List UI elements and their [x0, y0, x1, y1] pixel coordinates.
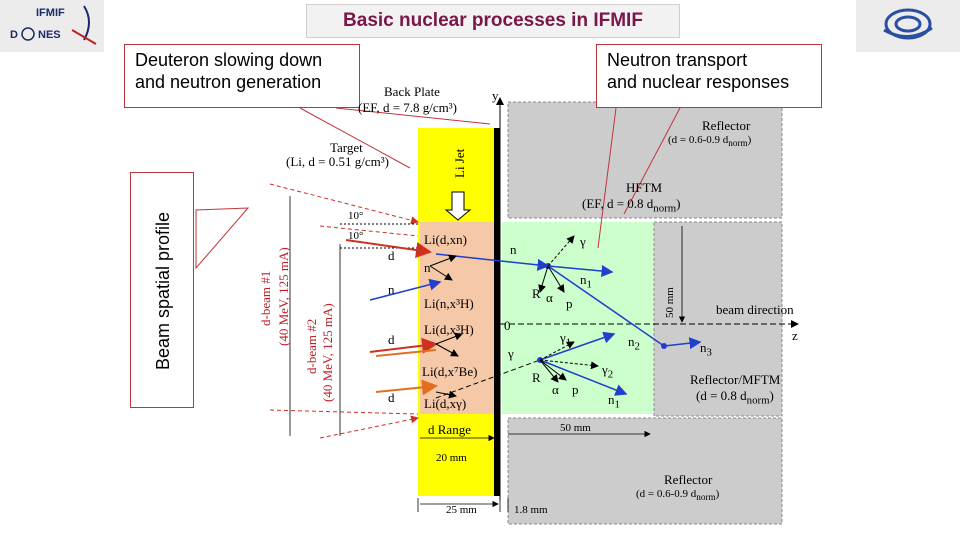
- reaction-label: Li(d,xγ): [424, 396, 467, 411]
- beam-bound-4: [319, 415, 419, 439]
- beam-bound-2: [269, 409, 419, 415]
- beam-bound-1: [269, 183, 419, 225]
- dim-1-8mm: 1.8 mm: [514, 504, 548, 516]
- callout-neutron-transport: Neutron transport and nuclear responses: [596, 44, 822, 108]
- neutron-track-2: [547, 265, 665, 347]
- hftm-spec: (EF, d = 0.8 dnorm): [582, 196, 681, 215]
- d-range-label: d Range: [428, 422, 471, 437]
- callout-deuteron-slowing: Deuteron slowing down and neutron genera…: [124, 44, 360, 108]
- angle-bottom-label: 10°: [348, 230, 364, 242]
- callout-beam-profile: Beam spatial profile: [130, 172, 194, 408]
- hftm-label: HFTM: [626, 180, 663, 195]
- deuteron-beam-1: [345, 239, 432, 258]
- particle-label: γ: [508, 346, 514, 361]
- reflector-mftm-region: [653, 221, 783, 417]
- neutron-track-n3: [663, 337, 702, 350]
- beam-bound-3: [319, 225, 419, 237]
- dim-50mm-h: 50 mm: [560, 422, 591, 434]
- back-plate-spec: (EF, d = 7.8 g/cm³): [358, 100, 458, 115]
- reaction-label: Li(n,x³H): [424, 296, 474, 311]
- target-spec: (Li, d = 0.51 g/cm³): [286, 154, 389, 169]
- particle-label: n: [424, 260, 431, 275]
- back-plate: [494, 128, 500, 496]
- neutron-track-n1: [547, 265, 614, 277]
- particle-label: d: [388, 248, 395, 263]
- dim-20mm: 20 mm: [436, 452, 467, 464]
- particle-label: d: [388, 390, 395, 405]
- particle-label: n1: [580, 272, 592, 291]
- particle-label: R: [532, 370, 541, 385]
- particle-label: n: [510, 242, 517, 257]
- slide-title: Basic nuclear processes in IFMIF: [306, 4, 680, 38]
- reflector-top-spec: (d = 0.6-0.9 dnorm): [668, 134, 752, 149]
- ifmif-dones-logo-graphic: IFMIF D NES: [10, 5, 97, 45]
- li-jet-arrow: [444, 191, 472, 221]
- li-jet-label: Li Jet: [452, 148, 467, 178]
- reflector-bottom-label: Reflector: [664, 472, 713, 487]
- neutron-incident: [369, 278, 442, 301]
- callout-deuteron-line1: Deuteron slowing down: [135, 50, 323, 70]
- particle-label: n2: [628, 334, 640, 353]
- particle-label: α: [546, 290, 553, 305]
- svg-text:IFMIF: IFMIF: [36, 7, 65, 19]
- institution-logo: [856, 0, 960, 52]
- interaction-point-3: [661, 343, 667, 349]
- z-axis-label: z: [792, 328, 798, 343]
- institution-logo-graphic: [883, 8, 933, 40]
- deuteron-beam-2b: [375, 349, 437, 357]
- callout-deuteron-line2: and neutron generation: [135, 72, 322, 92]
- particle-label: n: [388, 282, 395, 297]
- reaction-label: Li(d,x⁷Be): [422, 364, 478, 379]
- back-plate-label: Back Plate: [384, 84, 440, 99]
- deuteron-beam-3: [375, 379, 438, 396]
- callout-neutron-line1: Neutron transport: [607, 50, 748, 70]
- reflector-mftm-label: Reflector/MFTM: [690, 372, 781, 387]
- deuteron-beam-2a: [369, 337, 438, 354]
- dbeam1-label: d-beam #1: [258, 270, 273, 326]
- reflector-top-label: Reflector: [702, 118, 751, 133]
- particle-label: R: [532, 286, 541, 301]
- neutron-track-n1b: [539, 359, 628, 396]
- y-axis-label: y: [492, 88, 499, 103]
- beam-direction-label: beam direction: [716, 302, 794, 317]
- neutron-track-n2: [539, 331, 616, 361]
- reaction-label: Li(d,x³H): [424, 322, 474, 337]
- callout-beam-text: Beam spatial profile: [153, 211, 173, 371]
- reflector-top-region: [507, 101, 783, 219]
- dbeam2-spec: (40 MeV, 125 mA): [320, 303, 335, 402]
- origin-label: 0: [504, 318, 511, 333]
- particle-label: p: [572, 382, 579, 397]
- reaction-label: Li(d,xn): [424, 232, 467, 247]
- hftm-region: [502, 222, 654, 414]
- svg-text:NES: NES: [38, 29, 61, 41]
- particle-label: γ: [580, 234, 586, 249]
- reflector-mftm-spec: (d = 0.8 dnorm): [696, 388, 774, 407]
- svg-text:D: D: [10, 29, 18, 41]
- beam-callout-pointer: [195, 207, 250, 270]
- ifmif-dones-logo: IFMIF D NES: [0, 0, 104, 52]
- reaction-zone: [420, 222, 498, 414]
- dim-25mm: 25 mm: [446, 504, 477, 516]
- dim-50mm-v: 50 mm: [664, 287, 676, 318]
- angle-top-label: 10°: [348, 210, 364, 222]
- target-label: Target: [330, 140, 363, 155]
- reflector-bottom-spec: (d = 0.6-0.9 dnorm): [636, 488, 720, 503]
- particle-label: α: [552, 382, 559, 397]
- particle-label: n1: [608, 392, 620, 411]
- particle-label: n3: [700, 340, 712, 359]
- particle-label: γ1: [560, 330, 572, 349]
- dbeam2-label: d-beam #2: [304, 318, 319, 374]
- dbeam1-spec: (40 MeV, 125 mA): [276, 247, 291, 346]
- particle-label: d: [388, 332, 395, 347]
- particle-label: p: [566, 296, 573, 311]
- callout-neutron-line2: and nuclear responses: [607, 72, 790, 92]
- particle-label: γ2: [602, 362, 614, 381]
